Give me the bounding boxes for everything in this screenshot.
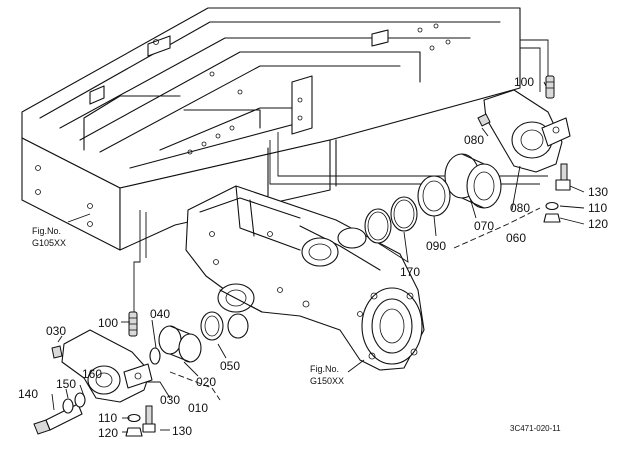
fig-ref-g105xx: Fig.No. G105XX: [32, 226, 66, 248]
grease-fitting-080: [477, 113, 491, 127]
callout-labels: 030 100 040 050 020 160 150 140 110 120 …: [18, 75, 608, 440]
washer-160: [74, 392, 86, 408]
leader-lines: [51, 81, 585, 433]
nut-120-right: [543, 213, 561, 223]
callout-010: 010: [188, 401, 208, 415]
bolt-130-right: [555, 163, 571, 191]
callout-120-left: 120: [98, 426, 118, 440]
callout-100-right: 100: [514, 75, 534, 89]
callout-030-bottom: 030: [160, 393, 180, 407]
callout-170: 170: [400, 265, 420, 279]
o-ring-040: [149, 347, 161, 365]
callout-020: 020: [196, 375, 216, 389]
callout-130-left: 130: [172, 424, 192, 438]
callout-080-a: 080: [464, 133, 484, 147]
fig-ref-title: Fig.No.: [32, 226, 61, 236]
shims-170: [364, 196, 418, 244]
frame-holes: [35, 23, 451, 227]
bolt-140: [33, 403, 83, 435]
seal-090: [417, 175, 451, 217]
callout-080-b: 080: [510, 201, 530, 215]
drawing-id: 3C471-020-11: [510, 424, 561, 433]
axle-housing: [185, 185, 425, 371]
callout-140: 140: [18, 387, 38, 401]
fig-ref-title: Fig.No.: [310, 364, 339, 374]
fig-ref-code: G105XX: [32, 238, 66, 248]
callout-050: 050: [220, 359, 240, 373]
callout-060: 060: [506, 231, 526, 245]
bushing-070: [444, 153, 502, 209]
callout-120-right: 120: [588, 217, 608, 231]
callout-160: 160: [82, 367, 102, 381]
grease-nipple-030: [51, 345, 63, 359]
bolt-100-right: [545, 75, 555, 99]
right-support-bracket: [483, 89, 571, 173]
callout-040: 040: [150, 307, 170, 321]
callout-070: 070: [474, 219, 494, 233]
fig-ref-g150xx: Fig.No. G150XX: [310, 364, 344, 386]
bushing-020: [158, 325, 202, 363]
callout-110-left: 110: [98, 411, 117, 425]
bolt-130-left: [142, 405, 156, 433]
fig-ref-code: G150XX: [310, 376, 344, 386]
bolt-100-left: [128, 311, 138, 337]
nut-120-left: [125, 427, 143, 437]
callout-110-right: 110: [588, 201, 607, 215]
washer-110-right: [545, 201, 559, 211]
callout-090: 090: [426, 239, 446, 253]
callout-130-right: 130: [588, 185, 608, 199]
callout-100-left: 100: [98, 316, 118, 330]
seal-050: [200, 311, 224, 341]
left-support-bracket: [61, 329, 153, 403]
callout-030-left: 030: [46, 324, 66, 338]
washer-150: [62, 398, 74, 414]
callout-150: 150: [56, 377, 76, 391]
